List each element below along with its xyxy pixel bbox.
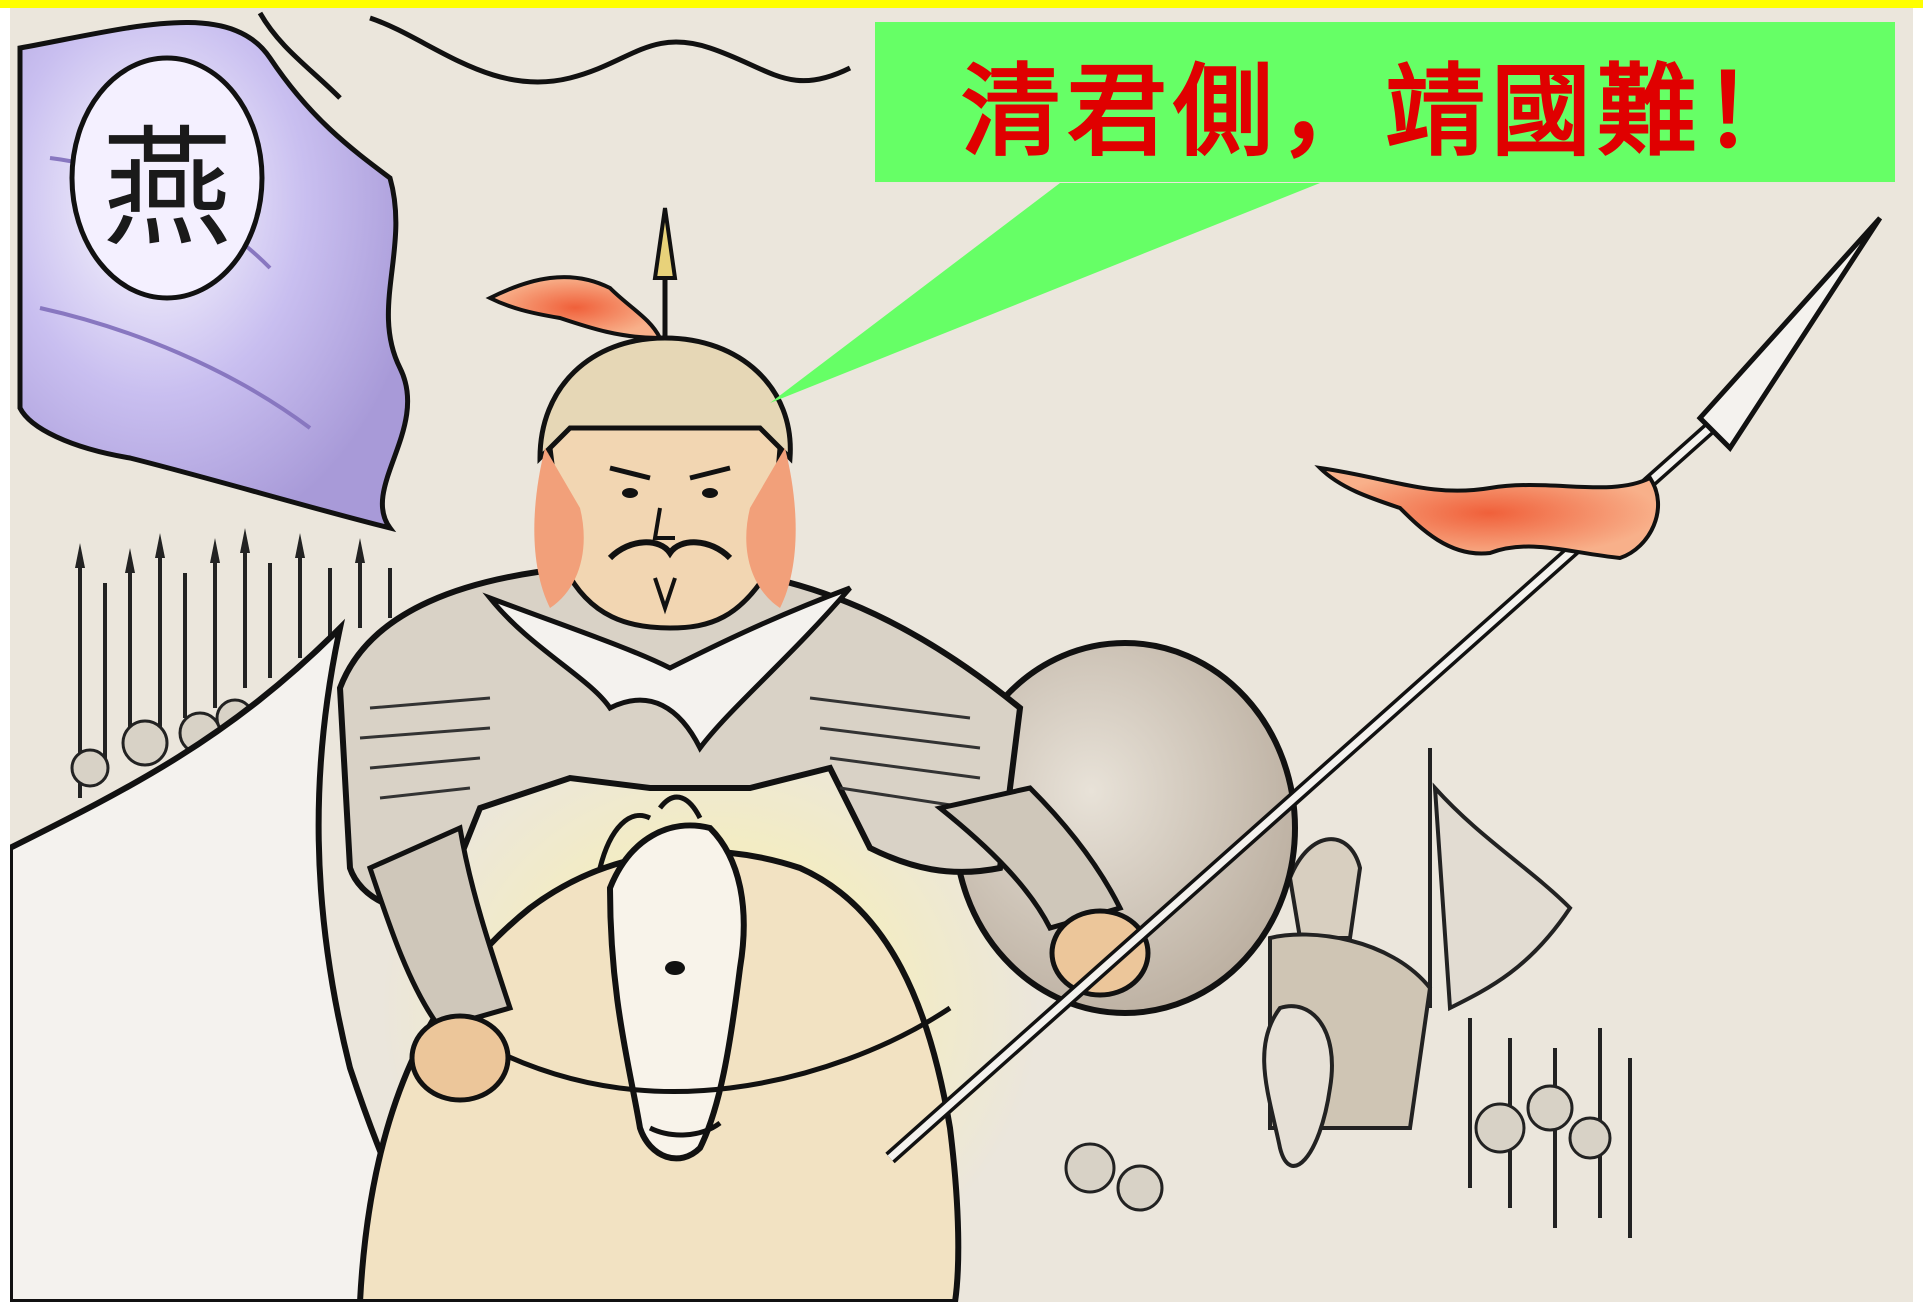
left-fist — [409, 1013, 511, 1103]
right-soldier-heads — [1064, 1084, 1612, 1212]
right-flag — [1432, 782, 1573, 1012]
mustache — [607, 539, 733, 561]
top-border-bar — [0, 0, 1923, 8]
spear-tassel — [1314, 465, 1661, 561]
right-fist — [1049, 908, 1151, 998]
speech-bubble — [875, 22, 1895, 182]
right-arm — [934, 785, 1124, 931]
armor-scales — [359, 696, 981, 810]
speech-bubble-tail — [770, 183, 1320, 403]
left-arm — [366, 824, 514, 1031]
top-streamer — [369, 15, 852, 85]
banner-character: 燕 — [101, 112, 232, 265]
left-army-spearheads — [75, 528, 365, 573]
helmet-plume — [485, 275, 664, 341]
spear — [885, 216, 1883, 1164]
second-rider — [1262, 837, 1433, 1168]
illustration-canvas — [10, 8, 1913, 1302]
speech-bubble-text: 清君側，靖國難！ — [961, 51, 1809, 170]
scarf — [482, 585, 852, 753]
general-head — [485, 207, 796, 631]
banner-flag — [17, 20, 411, 533]
